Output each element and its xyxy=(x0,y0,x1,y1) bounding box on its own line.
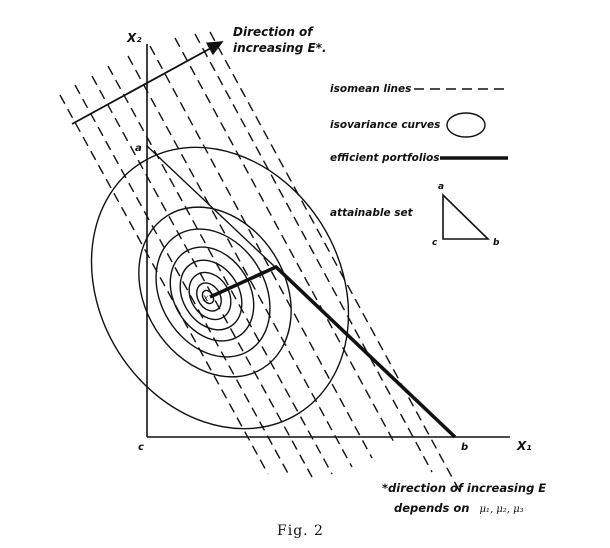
legend-tri-c: c xyxy=(432,238,438,248)
legend-tri-b: b xyxy=(493,238,500,248)
isomean-line xyxy=(127,55,353,468)
legend-isomean-label: isomean lines xyxy=(330,83,411,95)
isomean-line xyxy=(174,37,396,445)
legend-efficient-label: efficient portfolios xyxy=(330,152,440,164)
point-x-marker: x xyxy=(203,293,209,304)
isomean-line xyxy=(149,45,373,459)
isomean-line xyxy=(74,84,291,478)
point-a-label: a xyxy=(135,143,142,154)
direction-arrow xyxy=(71,41,224,125)
footnote-line2: depends on μ₁, μ₂, μ₃ xyxy=(394,501,524,515)
figure-caption: Fig. 2 xyxy=(277,523,324,539)
legend-attainable-label: attainable set xyxy=(330,207,414,219)
isovariance-ellipse xyxy=(169,246,255,342)
isovariance-ellipse xyxy=(155,228,271,358)
direction-label-line2: increasing E*. xyxy=(233,41,327,55)
isomean-line xyxy=(209,31,461,493)
legend: isomean lines isovariance curves efficie… xyxy=(330,83,508,248)
footnote-variables: μ₁, μ₂, μ₃ xyxy=(479,504,523,515)
isomean-line xyxy=(107,65,333,475)
isovariance-ellipse xyxy=(188,271,232,321)
efficient-portfolios-line xyxy=(209,264,457,439)
isovariance-ellipse xyxy=(196,282,222,312)
isomean-lines xyxy=(59,31,461,493)
isomean-line xyxy=(91,75,313,478)
legend-isovariance-label: isovariance curves xyxy=(330,119,440,131)
isovariance-ellipse xyxy=(138,206,292,378)
isomean-line xyxy=(59,94,269,475)
legend-isovariance-swatch xyxy=(446,112,486,138)
y-axis-label: X₂ xyxy=(126,31,142,45)
isomean-line xyxy=(194,33,433,473)
origin-label: c xyxy=(138,442,144,453)
isovariance-ellipse xyxy=(179,259,243,331)
direction-label-line1: Direction of xyxy=(233,25,314,39)
legend-tri-a: a xyxy=(438,182,444,192)
legend-attainable-swatch xyxy=(442,193,490,240)
point-l-marker: l xyxy=(259,270,262,281)
isovariance-ellipse xyxy=(90,146,350,430)
footnote-line1: *direction of increasing E xyxy=(382,481,546,495)
footnote-depends-on: depends on xyxy=(394,501,469,515)
point-b-label: b xyxy=(461,442,468,453)
x-axis-label: X₁ xyxy=(516,439,532,453)
